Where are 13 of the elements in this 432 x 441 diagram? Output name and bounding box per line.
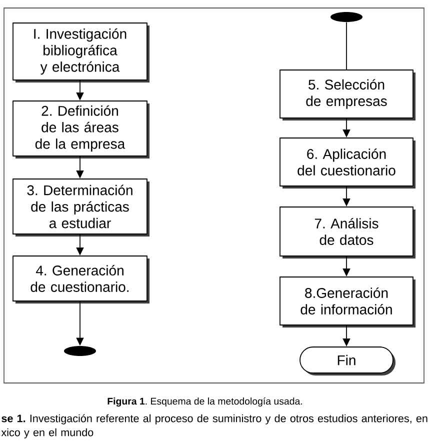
caption: Figura 1. Esquema de la metodología usada. xyxy=(108,397,302,407)
process-box: 7. Análisis de datos xyxy=(280,206,416,258)
process-box: 3. Determinación de las prácticas a estudiar xyxy=(12,178,150,236)
process-box: I. Investigación bibliográfica y electrónica xyxy=(12,22,150,82)
process-box: 8.Generación de información xyxy=(280,276,416,328)
process-box: 2. Definición de las áreas de la empresa xyxy=(12,100,150,158)
connector-line xyxy=(346,22,347,70)
process-box: 6. Aplicación del cuestionario xyxy=(280,138,416,188)
ellipse-marker xyxy=(330,12,362,22)
process-box: 4. Generación de cuestionario. xyxy=(12,256,150,304)
terminal-oval: Fin xyxy=(300,346,396,376)
process-box: 5. Selección de empresas xyxy=(280,70,416,120)
paragraph: se 1. Investigación referente al proceso de suministro y de otros estudios anteriores, en xico y en el mundo xyxy=(1,414,428,438)
